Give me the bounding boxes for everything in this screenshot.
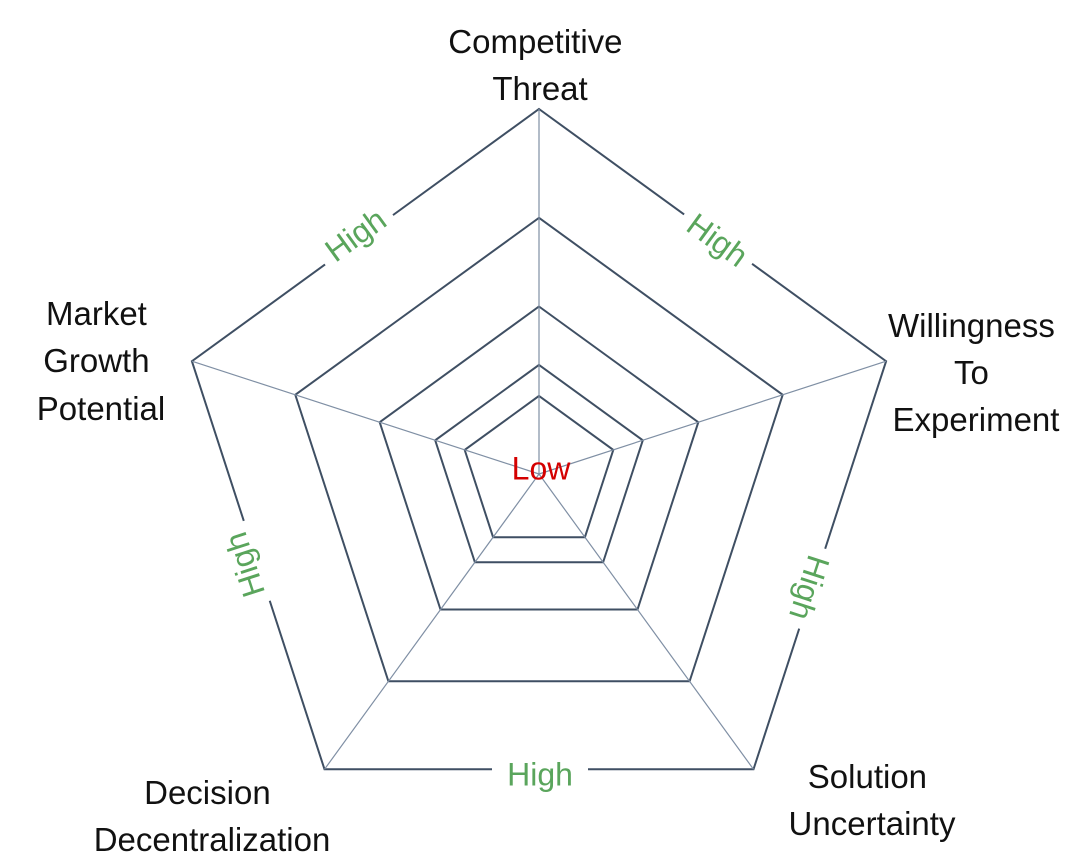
axis-spoke-decision-decentralization [324, 473, 540, 770]
axis-label-solution-uncertainty: Solution Uncertainty [789, 758, 956, 842]
grid-ring-3 [378, 305, 700, 611]
center-label-low: Low [512, 450, 572, 486]
axis-label-competitive-threat: Competitive Threat [448, 23, 631, 107]
grid-ring-2 [434, 363, 644, 564]
grid-ring-1 [463, 394, 615, 539]
axis-label-willingness-to-experiment: Willingness To Experiment [888, 307, 1064, 438]
grid-ring-4 [294, 216, 784, 683]
axis-spoke-market-growth-potential [191, 360, 540, 475]
axis-spokes [191, 109, 887, 770]
axis-label-market-growth-potential: Market Growth Potential [37, 295, 165, 427]
edge-label-high-bottom: High [507, 756, 573, 792]
axis-label-decision-decentralization: Decision Decentralization [94, 774, 331, 858]
axis-spoke-willingness-to-experiment [538, 360, 887, 475]
axis-spoke-solution-uncertainty [538, 473, 754, 770]
edge-label-group: High High High High High [215, 196, 839, 797]
